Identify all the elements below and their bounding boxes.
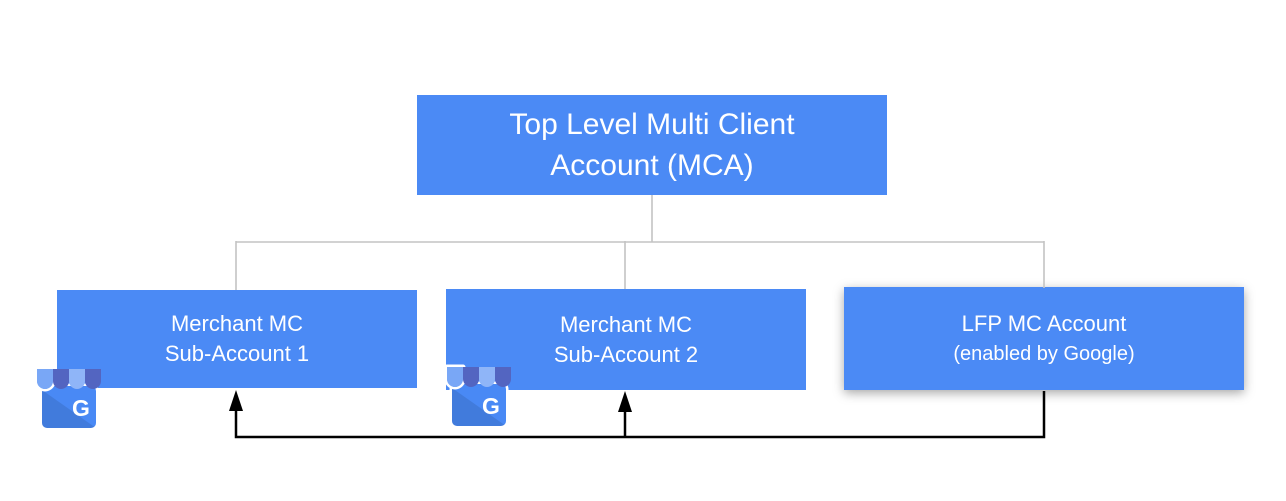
icon-g-letter: G — [482, 393, 500, 419]
icon-g-letter: G — [72, 395, 90, 421]
node-label-line: LFP MC Account — [961, 310, 1127, 336]
arrow-head-sub1 — [229, 390, 243, 411]
node-label-line: Merchant MC — [170, 311, 304, 336]
node-lfp-mc-account: LFP MC Account (enabled by Google) — [844, 287, 1244, 390]
node-top-level-mca: Top Level Multi Client Account (MCA) — [417, 95, 887, 195]
edge-lfp-to-sub1 — [234, 391, 1046, 439]
node-label-line: Account (MCA) — [550, 149, 754, 182]
node-label-line: Top Level Multi Client — [509, 108, 795, 141]
node-merchant-sub-account-2: Merchant MC Sub-Account 2 — [446, 289, 806, 390]
node-merchant-sub-account-1: Merchant MC Sub-Account 1 — [57, 290, 417, 388]
node-label-line: Merchant MC — [559, 311, 693, 337]
arrow-head-sub2 — [618, 391, 632, 412]
node-label-line: Sub-Account 2 — [553, 341, 699, 367]
node-label-line: (enabled by Google) — [953, 342, 1135, 365]
node-label-line: Sub-Account 1 — [164, 341, 310, 366]
